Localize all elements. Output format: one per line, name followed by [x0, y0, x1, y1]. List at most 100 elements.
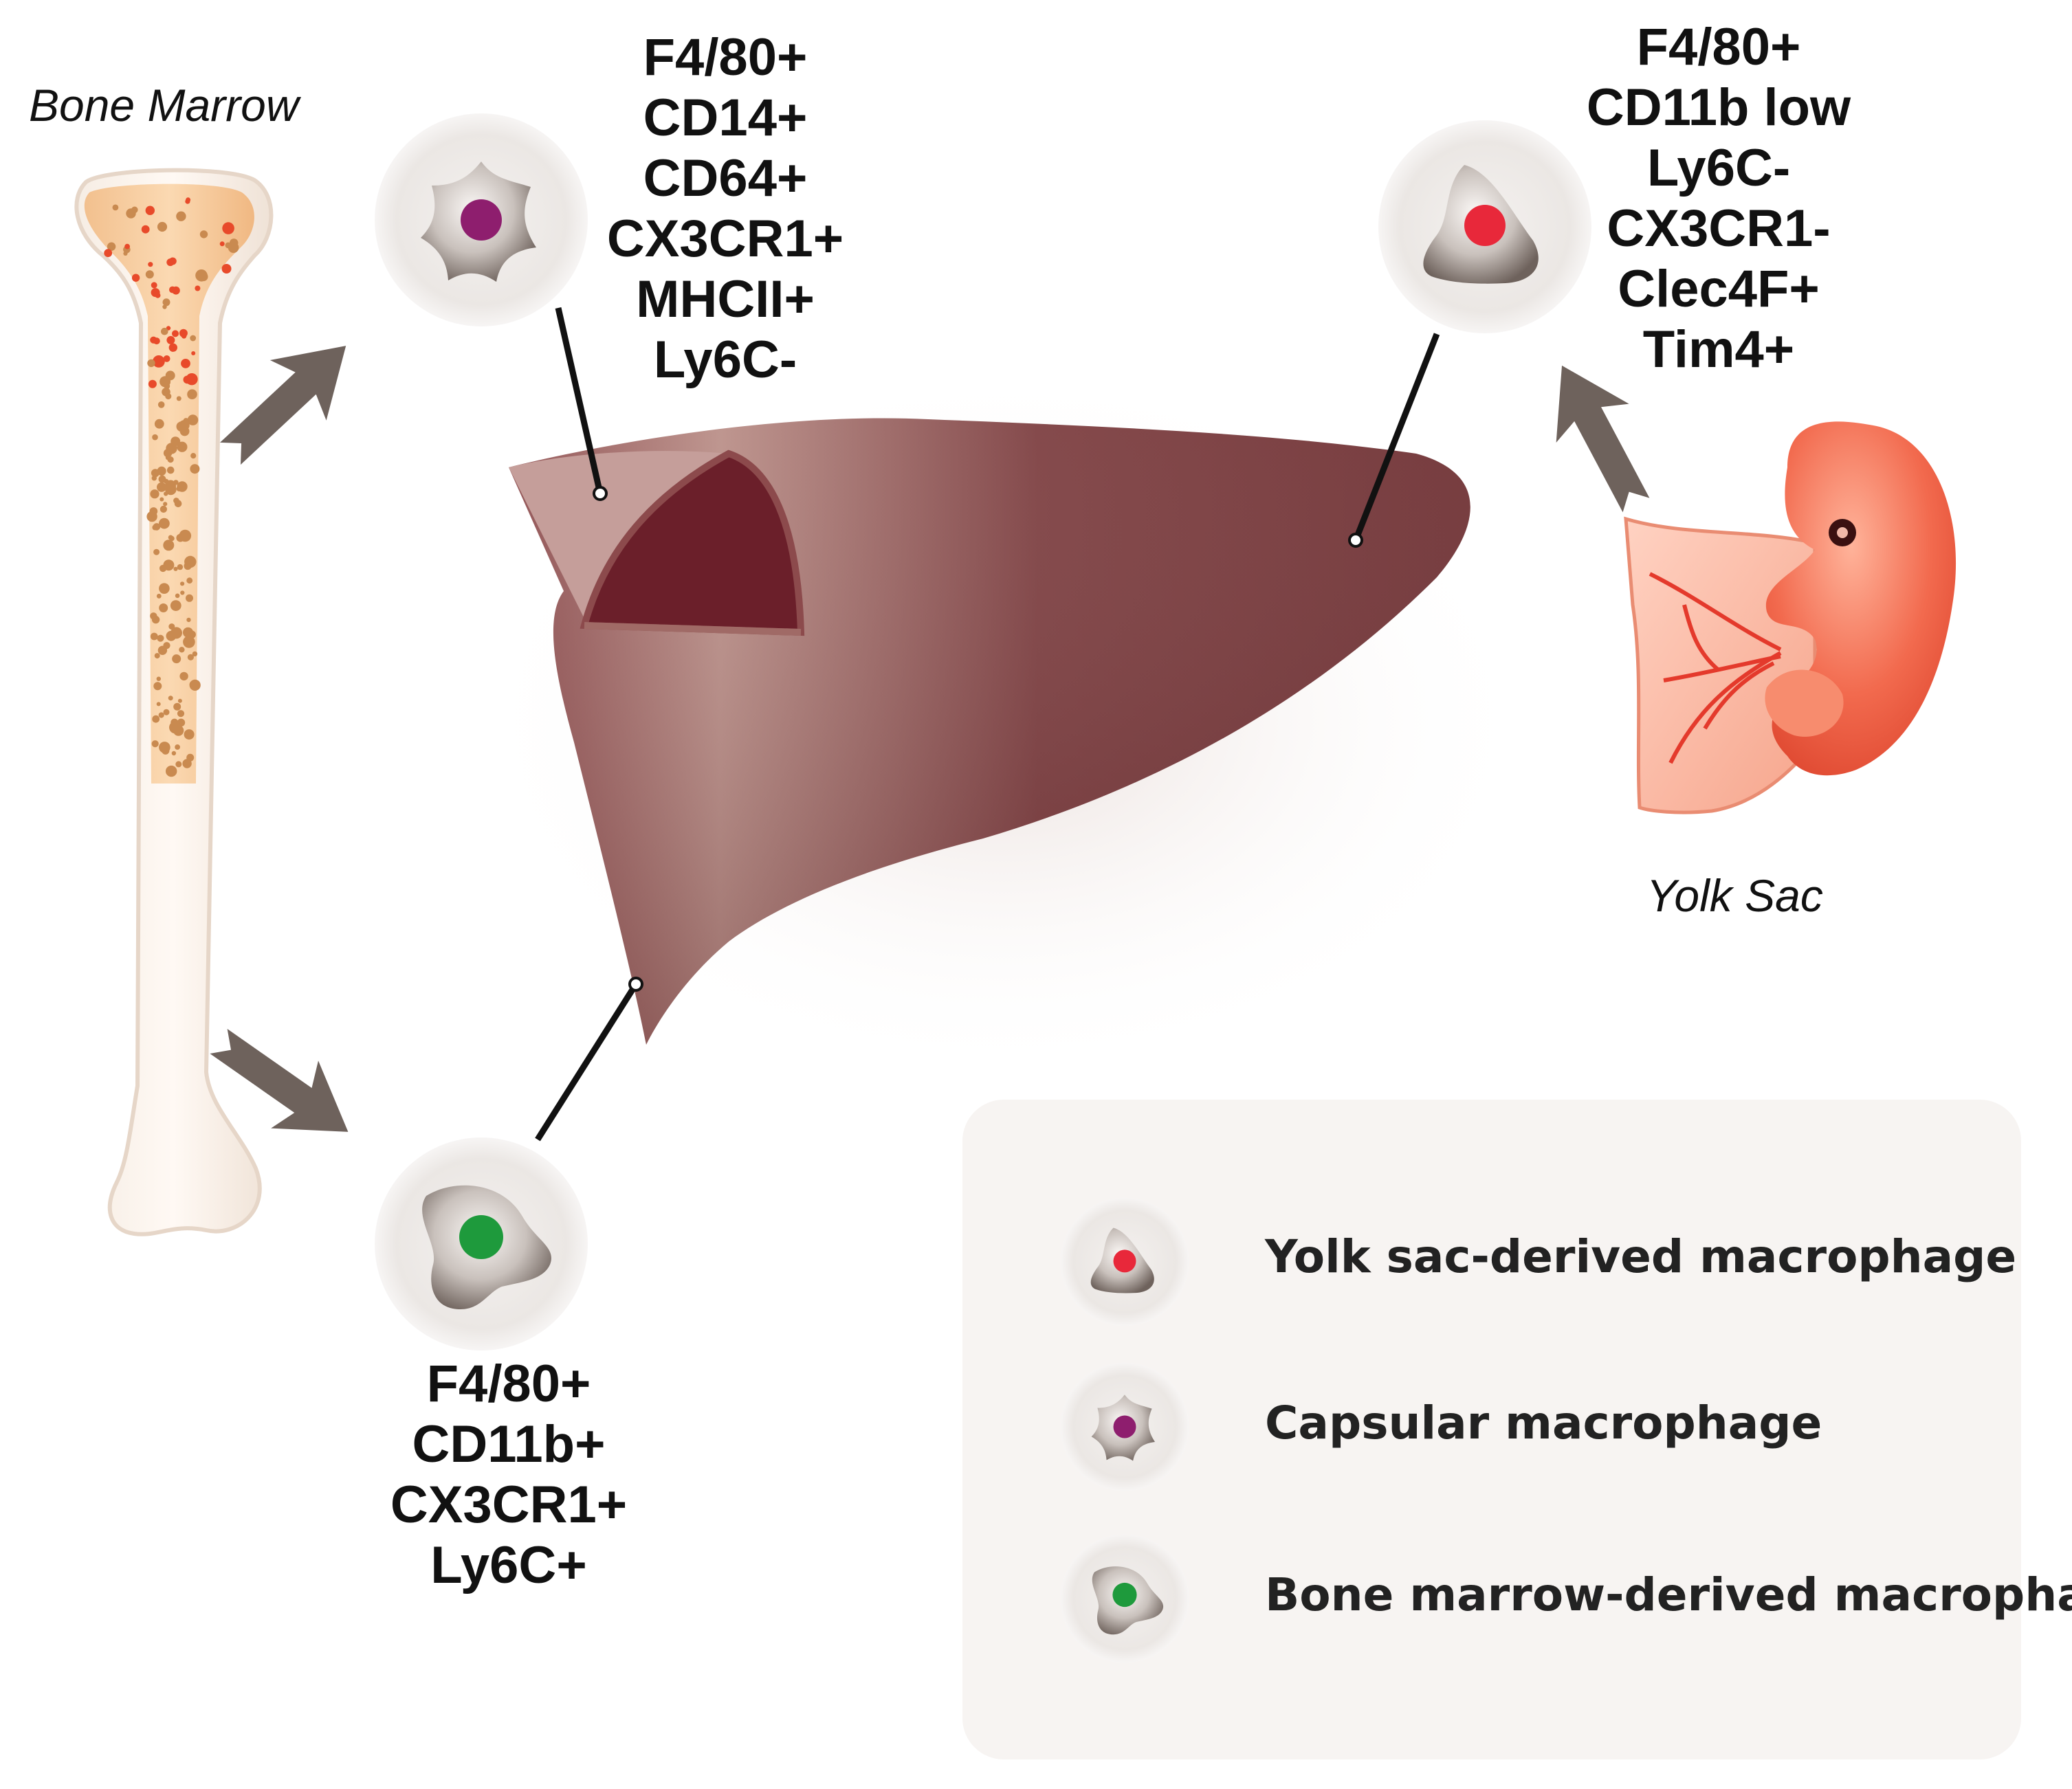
- marker: CX3CR1-: [1607, 199, 1831, 258]
- marrow-dot: [190, 464, 200, 474]
- marker: CX3CR1+: [390, 1476, 628, 1534]
- marrow-dot: [153, 337, 160, 345]
- marrow-dot: [221, 264, 232, 274]
- marrow-dot: [179, 671, 188, 681]
- marrow-dot: [184, 729, 195, 740]
- marrow-dot: [177, 564, 184, 570]
- marrow-dot: [152, 715, 160, 723]
- marrow-dot: [162, 298, 170, 307]
- marrow-dot: [186, 577, 193, 584]
- connector-lines: [535, 307, 1440, 1142]
- marrow-dot: [182, 759, 192, 768]
- marrow-dot: [165, 393, 172, 400]
- marrow-dot: [145, 270, 154, 279]
- marrow-dot: [166, 443, 177, 454]
- marrow-dot: [173, 498, 179, 504]
- marrow-dot: [150, 489, 159, 499]
- legend-yolk-sac-icon: [1060, 1197, 1189, 1326]
- marrow-dot: [171, 751, 177, 756]
- marrow-dot: [187, 389, 197, 399]
- marrow-dot: [172, 330, 179, 337]
- marrow-dot: [219, 241, 225, 247]
- marrow-dot: [191, 351, 196, 355]
- marrow-dot: [107, 242, 116, 251]
- marker: F4/80+: [1636, 18, 1801, 76]
- marrow-dot: [156, 593, 162, 599]
- marrow-dot: [228, 242, 239, 254]
- marrow-dot: [157, 482, 166, 492]
- marrow-dot: [163, 540, 175, 551]
- marrow-dot: [173, 702, 181, 711]
- marrow-dot: [190, 453, 197, 459]
- marrow-dot: [159, 497, 164, 502]
- marker: Ly6C-: [653, 331, 797, 389]
- marker: F4/80+: [643, 28, 808, 87]
- marker: Clec4F+: [1618, 260, 1820, 318]
- marrow-dot: [131, 206, 138, 214]
- marrow-dot: [153, 682, 162, 691]
- marrow-dot: [163, 355, 170, 362]
- marrow-dot: [151, 476, 157, 481]
- marker: Tim4+: [1642, 320, 1795, 379]
- marrow-dot: [157, 645, 168, 655]
- marrow-dot: [181, 359, 190, 368]
- marker: Ly6C+: [430, 1536, 587, 1594]
- marrow-dot: [112, 204, 119, 211]
- marrow-dot: [175, 593, 180, 599]
- marrow-dot: [180, 581, 185, 586]
- marrow-dot: [170, 627, 182, 639]
- marrow-dot: [153, 548, 160, 555]
- embryo-icon: [1624, 421, 1957, 814]
- marrow-dot: [161, 327, 168, 335]
- marrow-dot: [146, 511, 157, 522]
- marker: CD11b low: [1586, 78, 1851, 137]
- marrow-dot: [159, 518, 170, 529]
- marrow-dot: [157, 401, 165, 408]
- arrow-bone-to-capsular: [202, 315, 375, 484]
- marrow-dot: [186, 594, 193, 602]
- marrow-dot: [165, 483, 177, 496]
- marrow-dot: [151, 469, 159, 478]
- marrow-dot: [183, 418, 189, 424]
- bone-marrow-macrophage-cell: [375, 1137, 588, 1351]
- bone-marrow-dots: [104, 197, 239, 777]
- marrow-dot: [176, 486, 182, 491]
- legend-bone-marrow-icon: [1060, 1534, 1189, 1663]
- marrow-dot: [185, 199, 190, 204]
- marrow-dot: [150, 632, 158, 641]
- marrow-dot: [195, 269, 208, 282]
- yolk-sac-markers: F4/80+ CD11b low Ly6C- CX3CR1- Clec4F+ T…: [1581, 17, 1856, 380]
- liver-icon: [467, 364, 1540, 1079]
- bone-marrow-label: Bone Marrow: [29, 80, 299, 131]
- marrow-dot: [153, 355, 165, 368]
- marrow-dot: [154, 419, 164, 429]
- marrow-dot: [189, 680, 197, 689]
- marker: CD11b+: [412, 1415, 606, 1474]
- yolk-sac-macrophage-cell: [1378, 120, 1591, 333]
- marrow-dot: [180, 590, 185, 595]
- legend-capsular-icon: [1060, 1362, 1189, 1491]
- marrow-dot: [186, 617, 191, 623]
- marrow-dot: [164, 491, 168, 496]
- marker: CD64+: [643, 149, 808, 208]
- marrow-dot: [186, 373, 198, 386]
- marrow-dot: [177, 441, 188, 452]
- marrow-dot: [166, 765, 177, 777]
- marrow-dot: [158, 712, 164, 718]
- marrow-dot: [175, 744, 180, 750]
- marrow-dot: [187, 654, 194, 660]
- marrow-dot: [176, 396, 181, 401]
- marrow-dot: [179, 329, 188, 337]
- marrow-dot: [172, 654, 181, 664]
- marrow-dot: [170, 600, 181, 611]
- marker: F4/80+: [426, 1355, 591, 1413]
- marrow-dot: [168, 257, 177, 265]
- marrow-dot: [179, 647, 185, 653]
- capsular-macrophage-cell: [375, 113, 588, 326]
- marrow-dot: [169, 286, 176, 293]
- legend-bone-marrow-label: Bone marrow-derived macrophage: [1265, 1568, 2072, 1621]
- marrow-dot: [156, 702, 161, 707]
- marrow-dot: [168, 623, 175, 630]
- marrow-dot: [151, 288, 160, 298]
